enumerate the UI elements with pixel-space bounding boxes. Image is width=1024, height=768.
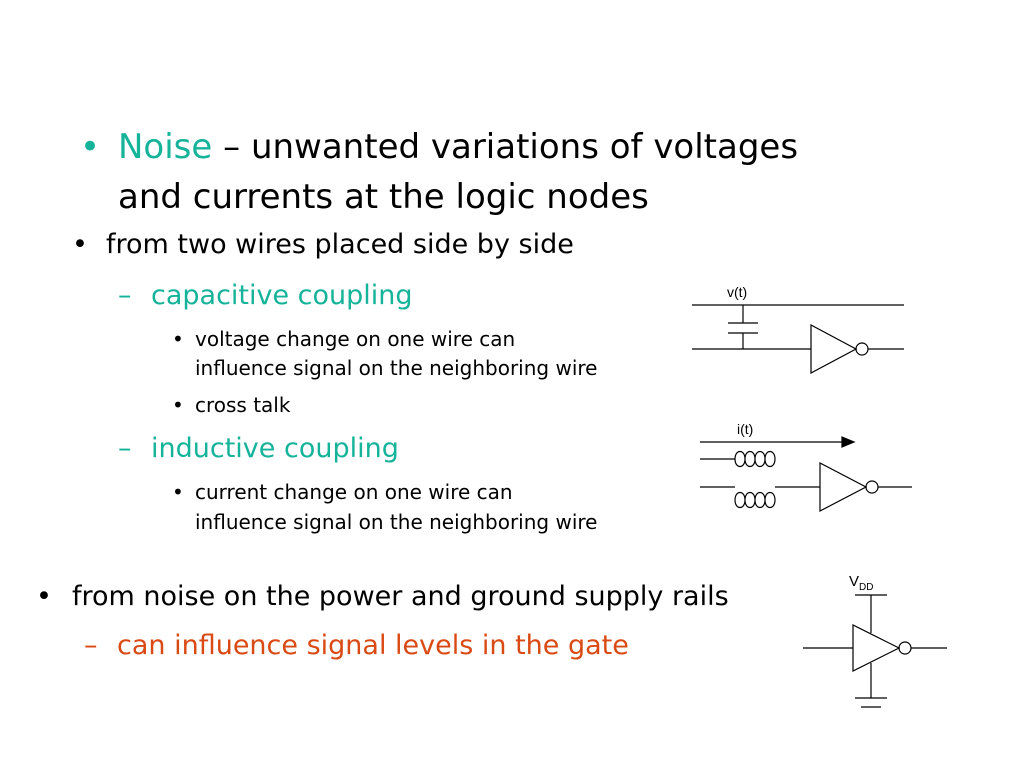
inductor-coil-2 [734,491,776,509]
bullet: • [172,327,184,351]
capacitive-detail-2: influence signal on the neighboring wire [195,356,598,380]
inductor-coil-1 [734,450,776,468]
inverter-bubble [855,342,869,356]
supply-sub: can influence signal levels in the gate [117,630,629,661]
title-bullet: • [80,127,101,167]
capacitive-label: capacitive coupling [151,280,413,311]
vdd-label: VDD [849,573,873,593]
voltage-label: v(t) [727,284,747,300]
inverter-symbol [810,324,858,374]
title-line-1: Noise – unwanted variations of voltages [118,124,798,170]
inductive-detail-2: influence signal on the neighboring wire [195,510,598,534]
inductive-detail-1: current change on one wire can [195,480,513,504]
dash: – [84,630,98,661]
wires-heading: from two wires placed side by side [106,229,574,260]
inverter-bubble [865,480,879,494]
vdd-label-main: V [849,573,859,590]
inverter-bubble [898,641,912,655]
capacitive-coupling-diagram: v(t) [692,284,904,374]
bullet: • [36,581,52,612]
current-label: i(t) [737,421,753,437]
supply-noise-diagram: VDD [803,573,947,708]
dash: – [118,433,132,464]
title-rest: – unwanted variations of voltages [212,127,799,167]
dash: – [118,280,132,311]
inverter-symbol [819,462,868,512]
bullet: • [172,480,184,504]
inverter-symbol [852,624,901,672]
supply-heading: from noise on the power and ground suppl… [72,581,729,612]
title-keyword: Noise [118,127,213,167]
inductive-coupling-diagram: i(t) [700,421,912,512]
capacitive-detail-1: voltage change on one wire can [195,327,516,351]
arrow-head [841,436,856,448]
bullet: • [72,229,88,260]
inductive-label: inductive coupling [151,433,399,464]
bullet: • [172,393,184,417]
crosstalk-text: cross talk [195,393,291,417]
title-line-2: and currents at the logic nodes [118,177,649,217]
vdd-label-sub: DD [859,582,873,593]
